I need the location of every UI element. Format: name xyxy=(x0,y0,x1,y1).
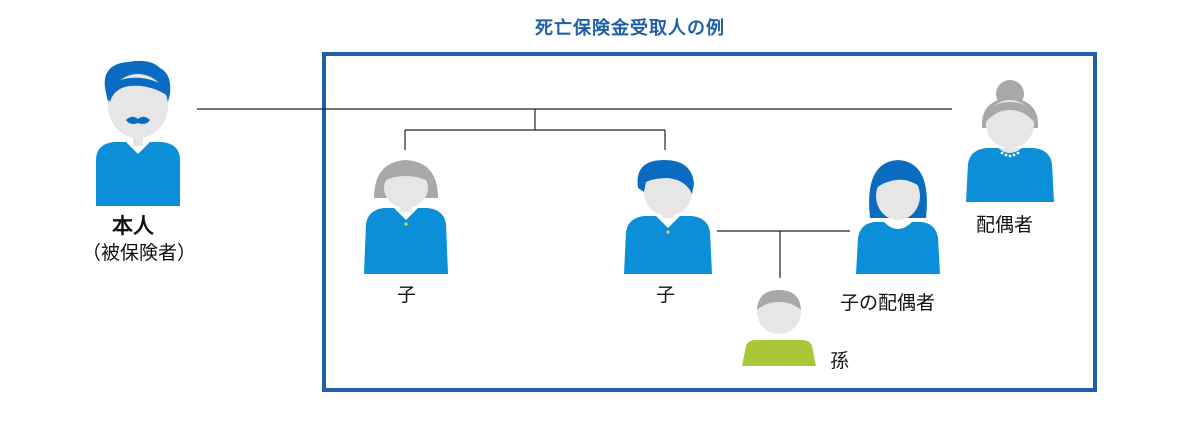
child1-label: 子 xyxy=(397,284,417,306)
child-spouse-label: 子の配偶者 xyxy=(840,292,936,314)
child-spouse-person-icon xyxy=(856,160,940,274)
beneficiary-frame xyxy=(322,52,1097,392)
insured-person-icon xyxy=(96,60,180,206)
insured-label: 本人 xyxy=(112,214,154,238)
spouse-label: 配偶者 xyxy=(976,214,1034,236)
child2-label: 子 xyxy=(656,284,676,306)
spouse-person-icon xyxy=(966,80,1054,202)
grandchild-label: 孫 xyxy=(830,350,850,372)
child1-person-icon xyxy=(364,160,448,274)
grandchild-person-icon xyxy=(742,290,816,366)
insured-sublabel: （被保険者） xyxy=(82,242,197,264)
diagram-title: 死亡保険金受取人の例 xyxy=(535,18,725,39)
child2-person-icon xyxy=(624,160,712,274)
